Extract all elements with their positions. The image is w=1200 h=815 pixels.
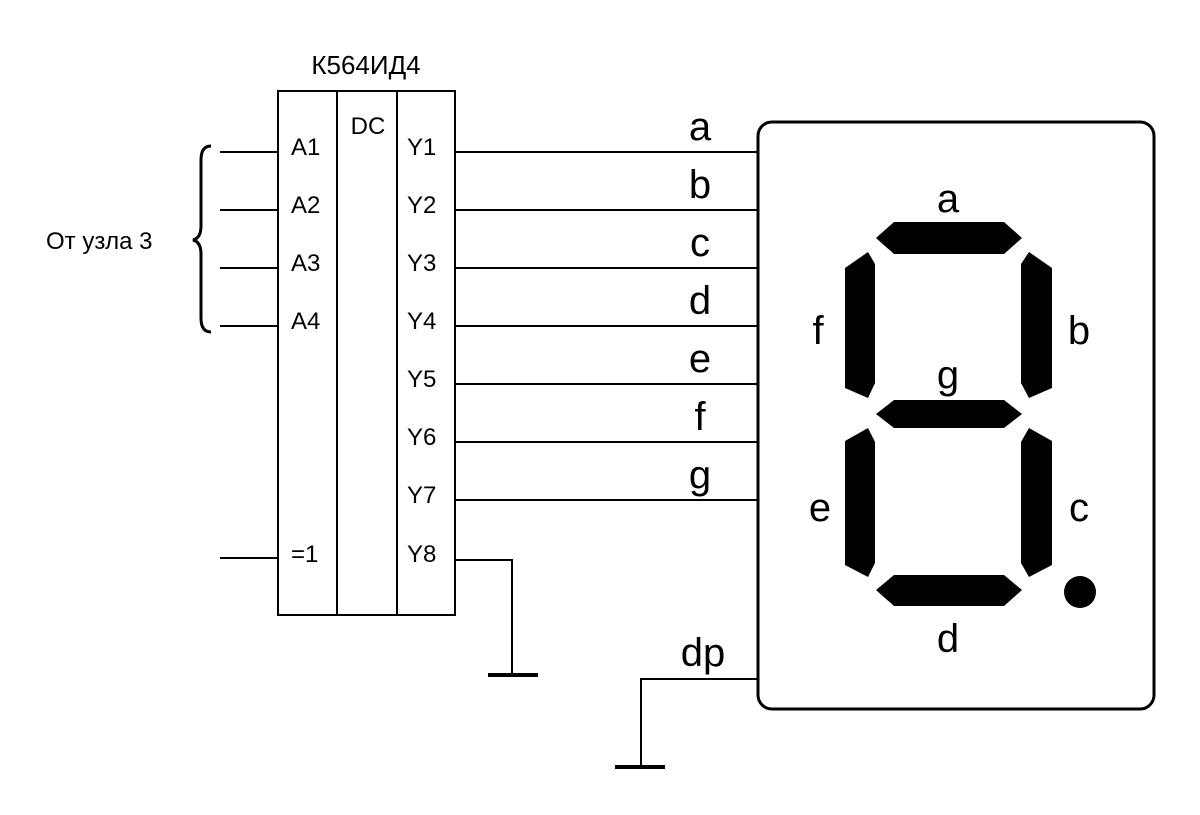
output-pin-y2: Y2 <box>407 192 436 219</box>
segment-c <box>1021 428 1052 577</box>
output-pin-y1: Y1 <box>407 134 436 161</box>
input-pin-a1: A1 <box>291 134 320 161</box>
output-pin-y6: Y6 <box>407 424 436 451</box>
segment-f <box>845 252 875 398</box>
line-label-c: c <box>690 221 710 265</box>
input-pin-a4: A4 <box>291 308 320 335</box>
decimal-point <box>1064 576 1096 608</box>
output-pin-y4: Y4 <box>407 308 436 335</box>
segment-label-d: d <box>937 617 959 661</box>
chip-title: К564ИД4 <box>311 50 420 80</box>
chip-function-label: DC <box>351 113 386 140</box>
segment-b <box>1021 252 1052 398</box>
segment-label-a: a <box>937 177 960 221</box>
line-label-f: f <box>694 395 706 439</box>
line-label-e: e <box>689 337 711 381</box>
output-pin-y7: Y7 <box>407 482 436 509</box>
dp-ground-wire <box>640 678 758 767</box>
dp-label: dp <box>681 631 726 675</box>
output-pin-y8: Y8 <box>407 541 436 568</box>
chip-body <box>277 90 456 616</box>
seven-segment-display <box>756 120 1156 711</box>
output-pin-y3: Y3 <box>407 250 436 277</box>
enable-pin-label: =1 <box>291 541 318 568</box>
input-pin-a3: A3 <box>291 250 320 277</box>
segment-label-c: c <box>1069 486 1089 530</box>
output-pin-y5: Y5 <box>407 366 436 393</box>
line-label-a: a <box>689 105 712 149</box>
segment-a <box>876 222 1022 254</box>
line-label-b: b <box>689 163 711 207</box>
decoder-chip <box>277 90 456 616</box>
input-source-label: От узла 3 <box>46 228 152 255</box>
input-pin-a2: A2 <box>291 192 320 219</box>
segment-label-g: g <box>937 353 959 397</box>
segment-d <box>876 575 1022 606</box>
segment-label-e: e <box>809 486 831 530</box>
line-label-g: g <box>689 453 711 497</box>
input-brace <box>192 144 212 334</box>
segment-e <box>845 428 875 577</box>
y8-ground-wire <box>455 559 513 675</box>
segment-label-f: f <box>812 309 824 353</box>
segment-g <box>876 400 1022 428</box>
line-label-d: d <box>689 279 711 323</box>
segment-label-b: b <box>1068 309 1090 353</box>
